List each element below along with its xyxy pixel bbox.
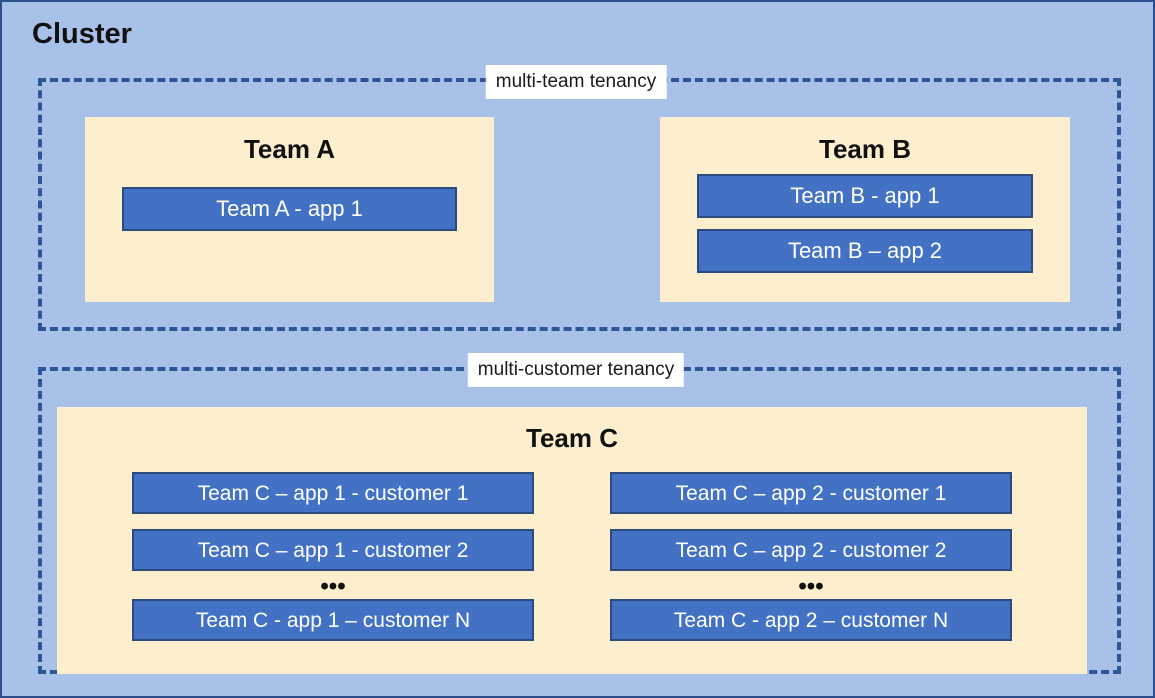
app-chip-team-c-app-1-customer-2[interactable]: Team C – app 1 - customer 2 (132, 529, 534, 571)
team-box-team-a: Team A Team A - app 1 (85, 117, 494, 302)
team-c-heading: Team C (526, 423, 618, 453)
team-b-heading: Team B (819, 134, 911, 164)
app-chip-team-c-app-1-customer-1[interactable]: Team C – app 1 - customer 1 (132, 472, 534, 514)
cluster-title: Cluster (32, 18, 132, 50)
team-b-app-list: Team B - app 1 Team B – app 2 (660, 174, 1070, 273)
app-chip-team-c-app-2-customer-1[interactable]: Team C – app 2 - customer 1 (610, 472, 1012, 514)
zone-label-multi-customer-tenancy: multi-customer tenancy (467, 353, 685, 387)
team-a-app-list: Team A - app 1 (85, 187, 494, 231)
team-box-team-b: Team B Team B - app 1 Team B – app 2 (660, 117, 1070, 302)
app-chip-team-b-app-1[interactable]: Team B - app 1 (697, 174, 1033, 218)
team-c-columns: Team C – app 1 - customer 1 Team C – app… (57, 472, 1087, 641)
team-box-team-c: Team C Team C – app 1 - customer 1 Team … (57, 407, 1087, 674)
team-a-heading: Team A (243, 134, 336, 164)
app-chip-team-c-app-2-customer-2[interactable]: Team C – app 2 - customer 2 (610, 529, 1012, 571)
app-chip-team-a-app-1[interactable]: Team A - app 1 (122, 187, 457, 231)
app-chip-team-c-app-2-customer-n[interactable]: Team C - app 2 – customer N (610, 599, 1012, 641)
team-c-app-1-column: Team C – app 1 - customer 1 Team C – app… (132, 472, 534, 641)
ellipsis-team-c-app-2: ••• (798, 573, 824, 600)
app-chip-team-c-app-1-customer-n[interactable]: Team C - app 1 – customer N (132, 599, 534, 641)
ellipsis-team-c-app-1: ••• (320, 573, 346, 600)
zone-label-multi-team-tenancy: multi-team tenancy (485, 65, 667, 99)
team-c-app-2-column: Team C – app 2 - customer 1 Team C – app… (610, 472, 1012, 641)
app-chip-team-b-app-2[interactable]: Team B – app 2 (697, 229, 1033, 273)
